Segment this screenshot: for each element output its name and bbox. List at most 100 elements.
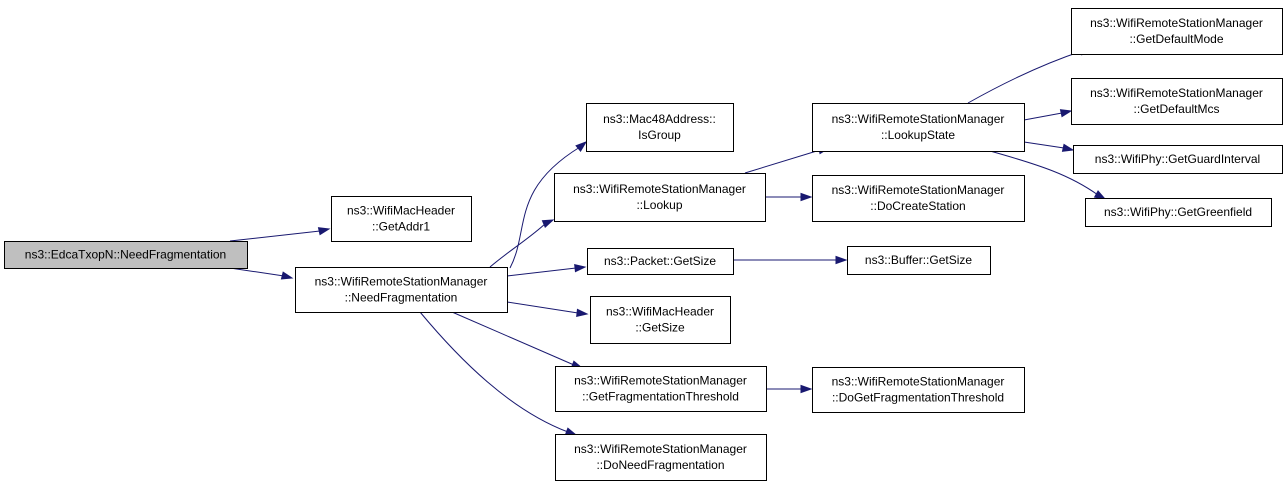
arrowhead-icon <box>317 227 331 236</box>
arrowhead-icon <box>564 427 578 436</box>
node-box <box>812 367 1025 413</box>
node-box <box>590 296 731 344</box>
node-box <box>812 175 1025 222</box>
node-label: ::GetDefaultMcs <box>1133 102 1219 116</box>
arrowhead-icon <box>280 271 294 280</box>
node-box <box>1073 145 1283 174</box>
node-guard[interactable]: ns3::WifiPhy::GetGuardInterval <box>1073 145 1283 174</box>
arrowhead-icon <box>574 263 587 273</box>
edge-line <box>229 267 285 277</box>
node-getfragthr[interactable]: ns3::WifiRemoteStationManager::GetFragme… <box>555 366 767 412</box>
edge-needfrag-to-machdrsize <box>506 301 589 318</box>
node-docreate[interactable]: ns3::WifiRemoteStationManager::DoCreateS… <box>812 175 1025 222</box>
node-label: ns3::WifiRemoteStationManager <box>832 112 1005 126</box>
edge-line <box>967 50 1083 104</box>
edge-line <box>506 301 579 314</box>
edge-needfrag-to-getfragthr <box>451 311 584 369</box>
node-box <box>847 246 991 275</box>
edge-line <box>1023 112 1063 121</box>
edge-root-to-getaddr1 <box>229 227 331 242</box>
edge-lookupstate-to-defmcs <box>1023 109 1073 121</box>
node-label: ns3::WifiPhy::GetGuardInterval <box>1095 152 1260 166</box>
node-label: ns3::WifiMacHeader <box>347 204 455 218</box>
edges-layer <box>229 47 1107 436</box>
arrowhead-icon <box>835 255 848 265</box>
arrowhead-icon <box>800 384 813 394</box>
node-pktsize[interactable]: ns3::Packet::GetSize <box>587 248 734 275</box>
nodes-layer: ns3::EdcaTxopN::NeedFragmentationns3::Wi… <box>4 8 1283 481</box>
node-green[interactable]: ns3::WifiPhy::GetGreenfield <box>1085 198 1272 227</box>
edge-line <box>509 146 581 269</box>
node-dogetfragthr[interactable]: ns3::WifiRemoteStationManager::DoGetFrag… <box>812 367 1025 413</box>
edge-root-to-needfrag <box>229 267 294 280</box>
node-label: ::DoNeedFragmentation <box>596 458 724 472</box>
edge-line <box>744 149 821 174</box>
node-defmode[interactable]: ns3::WifiRemoteStationManager::GetDefaul… <box>1071 8 1283 55</box>
arrowhead-icon <box>1059 109 1073 118</box>
node-box <box>554 173 766 222</box>
node-label: ns3::WifiRemoteStationManager <box>1090 16 1263 30</box>
node-label: ::GetDefaultMode <box>1129 32 1223 46</box>
node-label: ::GetFragmentationThreshold <box>582 390 739 404</box>
node-label: ns3::WifiRemoteStationManager <box>315 275 488 289</box>
node-label: ns3::EdcaTxopN::NeedFragmentation <box>25 248 226 262</box>
node-box <box>812 103 1025 152</box>
node-doneedfrag[interactable]: ns3::WifiRemoteStationManager::DoNeedFra… <box>555 434 767 481</box>
edge-line <box>506 267 577 277</box>
node-box <box>331 196 472 242</box>
arrowhead-icon <box>1093 190 1107 200</box>
arrowhead-icon <box>541 219 555 229</box>
node-needfrag[interactable]: ns3::WifiRemoteStationManager::NeedFragm… <box>295 267 508 313</box>
edge-line <box>989 150 1099 196</box>
edge-line <box>229 230 321 242</box>
node-label: ns3::WifiPhy::GetGreenfield <box>1104 205 1252 219</box>
node-label: ::LookupState <box>881 128 955 142</box>
node-bufsize[interactable]: ns3::Buffer::GetSize <box>847 246 991 275</box>
node-label: ns3::WifiRemoteStationManager <box>832 375 1005 389</box>
arrowhead-icon <box>800 192 813 202</box>
arrowhead-icon <box>576 308 589 318</box>
edge-needfrag-to-doneedfrag <box>419 311 578 436</box>
arrowhead-icon <box>575 141 588 152</box>
node-lookup[interactable]: ns3::WifiRemoteStationManager::Lookup <box>554 173 766 222</box>
edge-line <box>1023 141 1065 149</box>
node-label: ns3::WifiMacHeader <box>606 305 714 319</box>
node-label: ns3::WifiRemoteStationManager <box>574 374 747 388</box>
node-label: ns3::WifiRemoteStationManager <box>574 442 747 456</box>
node-label: ::GetAddr1 <box>372 220 430 234</box>
node-box <box>1071 78 1283 125</box>
arrowhead-icon <box>1061 143 1075 152</box>
node-label: ::DoGetFragmentationThreshold <box>832 391 1004 405</box>
edge-line <box>419 311 569 433</box>
node-lookupstate[interactable]: ns3::WifiRemoteStationManager::LookupSta… <box>812 103 1025 152</box>
node-box <box>555 366 767 412</box>
node-label: ns3::Buffer::GetSize <box>865 253 972 267</box>
node-label: ns3::WifiRemoteStationManager <box>1090 86 1263 100</box>
edge-getfragthr-to-dogetfragthr <box>766 384 813 394</box>
edge-line <box>489 222 547 268</box>
node-label: IsGroup <box>638 128 681 142</box>
edge-needfrag-to-isgroup <box>509 141 588 269</box>
node-isgroup[interactable]: ns3::Mac48Address::IsGroup <box>586 103 734 152</box>
node-label: ::GetSize <box>635 321 685 335</box>
node-label: ns3::WifiRemoteStationManager <box>573 182 746 196</box>
edge-pktsize-to-bufsize <box>733 255 848 265</box>
edge-needfrag-to-lookup <box>489 219 555 268</box>
node-box <box>4 241 248 269</box>
edge-needfrag-to-pktsize <box>506 263 587 277</box>
node-label: ::NeedFragmentation <box>345 291 458 305</box>
node-box <box>1085 198 1272 227</box>
node-box <box>587 248 734 275</box>
node-label: ns3::Packet::GetSize <box>604 254 716 268</box>
node-machdrsize[interactable]: ns3::WifiMacHeader::GetSize <box>590 296 731 344</box>
node-box <box>295 267 508 313</box>
edge-line <box>451 311 575 366</box>
node-defmcs[interactable]: ns3::WifiRemoteStationManager::GetDefaul… <box>1071 78 1283 125</box>
node-box <box>586 103 734 152</box>
edge-lookupstate-to-guard <box>1023 141 1075 152</box>
node-getaddr1[interactable]: ns3::WifiMacHeader::GetAddr1 <box>331 196 472 242</box>
node-label: ns3::Mac48Address:: <box>603 112 716 126</box>
node-root[interactable]: ns3::EdcaTxopN::NeedFragmentation <box>4 241 248 269</box>
node-box <box>555 434 767 481</box>
